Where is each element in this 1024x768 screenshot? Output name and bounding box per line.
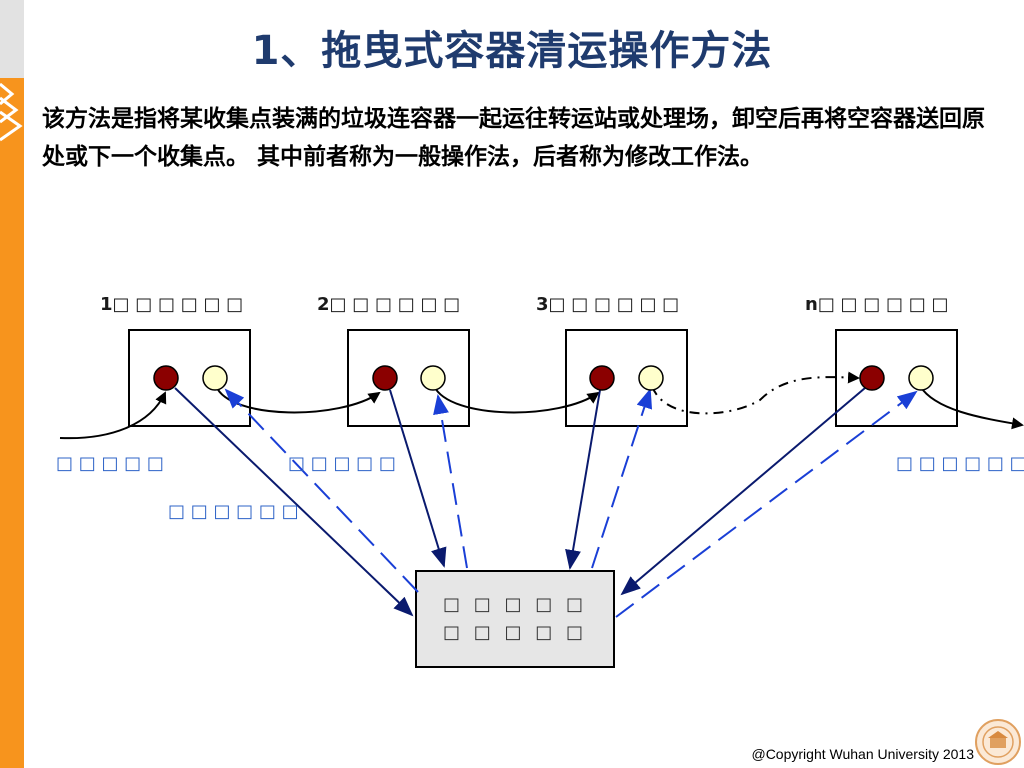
left-bar-stripes bbox=[0, 82, 23, 142]
collection-point-box-n bbox=[835, 329, 958, 427]
point-number-3: 3 bbox=[536, 294, 549, 315]
collection-point-box-1 bbox=[128, 329, 251, 427]
empty-container-3 bbox=[638, 365, 664, 391]
full-container-2 bbox=[372, 365, 398, 391]
start-label: □ □ □ □ □ bbox=[56, 453, 164, 474]
travel-arrow-end bbox=[919, 385, 1024, 430]
page-title: 1、拖曳式容器清运操作方法 bbox=[251, 28, 773, 74]
facility-label-line1: □ □ □ □ □ bbox=[443, 594, 587, 615]
route-label: □ □ □ □ □ □ bbox=[168, 501, 299, 522]
point-label-3: 3□ □ □ □ □ □ bbox=[536, 294, 679, 315]
empty-container-n bbox=[908, 365, 934, 391]
haul-full-2 bbox=[389, 389, 447, 568]
description-paragraph: 该方法是指将某收集点装满的垃圾连容器一起运往转运站或处理场，卸空后再将空容器送回… bbox=[42, 106, 985, 170]
empty-container-1 bbox=[202, 365, 228, 391]
haul-full-n bbox=[620, 387, 866, 596]
point-text-n: □ □ □ □ □ □ bbox=[817, 294, 949, 315]
empty-container-2 bbox=[420, 365, 446, 391]
point-number-1: 1 bbox=[100, 294, 113, 315]
facility-label-line2: □ □ □ □ □ bbox=[443, 622, 587, 643]
full-container-1 bbox=[153, 365, 179, 391]
left-accent-bar-top bbox=[0, 0, 24, 78]
point-number-2: 2 bbox=[317, 294, 330, 315]
transfer-station-box bbox=[415, 570, 615, 668]
point-label-n: n□ □ □ □ □ □ bbox=[805, 294, 948, 315]
point-label-1: 1□ □ □ □ □ □ bbox=[100, 294, 243, 315]
travel-arrow-start bbox=[59, 391, 167, 440]
full-container-n bbox=[859, 365, 885, 391]
collection-point-box-3 bbox=[565, 329, 688, 427]
point-number-n: n bbox=[805, 294, 818, 315]
mid-label: □ □ □ □ □ bbox=[288, 453, 396, 474]
collection-point-box-2 bbox=[347, 329, 470, 427]
return-empty-2 bbox=[433, 394, 468, 569]
full-container-3 bbox=[589, 365, 615, 391]
left-accent-bar bbox=[0, 0, 24, 768]
point-text-3: □ □ □ □ □ □ bbox=[548, 294, 680, 315]
haul-full-3 bbox=[565, 389, 601, 570]
haul-full-1 bbox=[174, 387, 414, 617]
university-seal-icon bbox=[975, 719, 1021, 765]
point-text-1: □ □ □ □ □ □ bbox=[112, 294, 244, 315]
end-label: □ □ □ □ □ □ bbox=[896, 453, 1024, 474]
return-empty-1 bbox=[224, 388, 419, 593]
point-label-2: 2□ □ □ □ □ □ bbox=[317, 294, 460, 315]
travel-arrow-3-n bbox=[651, 371, 860, 415]
copyright-text: @Copyright Wuhan University 2013 bbox=[751, 746, 974, 762]
point-text-2: □ □ □ □ □ □ bbox=[329, 294, 461, 315]
